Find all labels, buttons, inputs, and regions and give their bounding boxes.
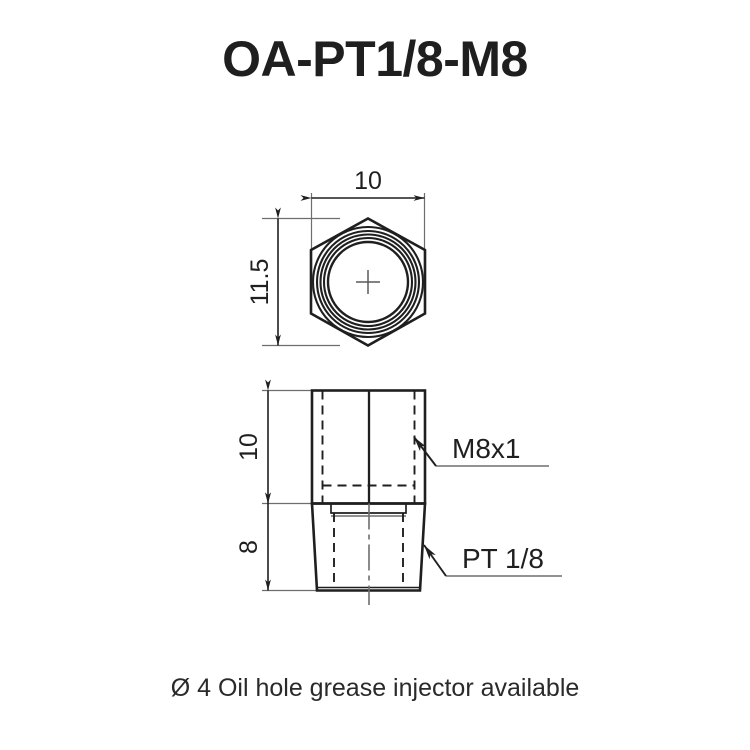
leader-label-m8x1: M8x1 [452, 433, 520, 464]
page-title: OA-PT1/8-M8 [222, 31, 528, 87]
side-section-view: 10 8 [235, 379, 562, 605]
hex-top-view: 10 11.5 [246, 167, 427, 347]
hex-circle-mid [319, 233, 417, 331]
leader-line-pt18 [423, 544, 447, 577]
dim-label-lower-length: 8 [235, 540, 263, 554]
hex-circle-inner-2 [322, 236, 414, 328]
hex-circle-outer-2 [315, 229, 421, 335]
hex-circle-inner-1 [326, 240, 410, 324]
leader-label-pt18: PT 1/8 [462, 543, 544, 574]
leader-line-m8x1 [413, 436, 437, 467]
drawing-caption: Ø 4 Oil hole grease injector available [170, 674, 580, 702]
hex-circle-outer-1 [311, 225, 425, 339]
dim-label-hex-width: 10 [354, 167, 382, 195]
lower-taper-outline [310, 502, 427, 592]
dim-label-upper-length: 10 [235, 433, 263, 461]
hex-outline [309, 217, 427, 347]
dim-label-hex-height: 11.5 [246, 259, 274, 306]
